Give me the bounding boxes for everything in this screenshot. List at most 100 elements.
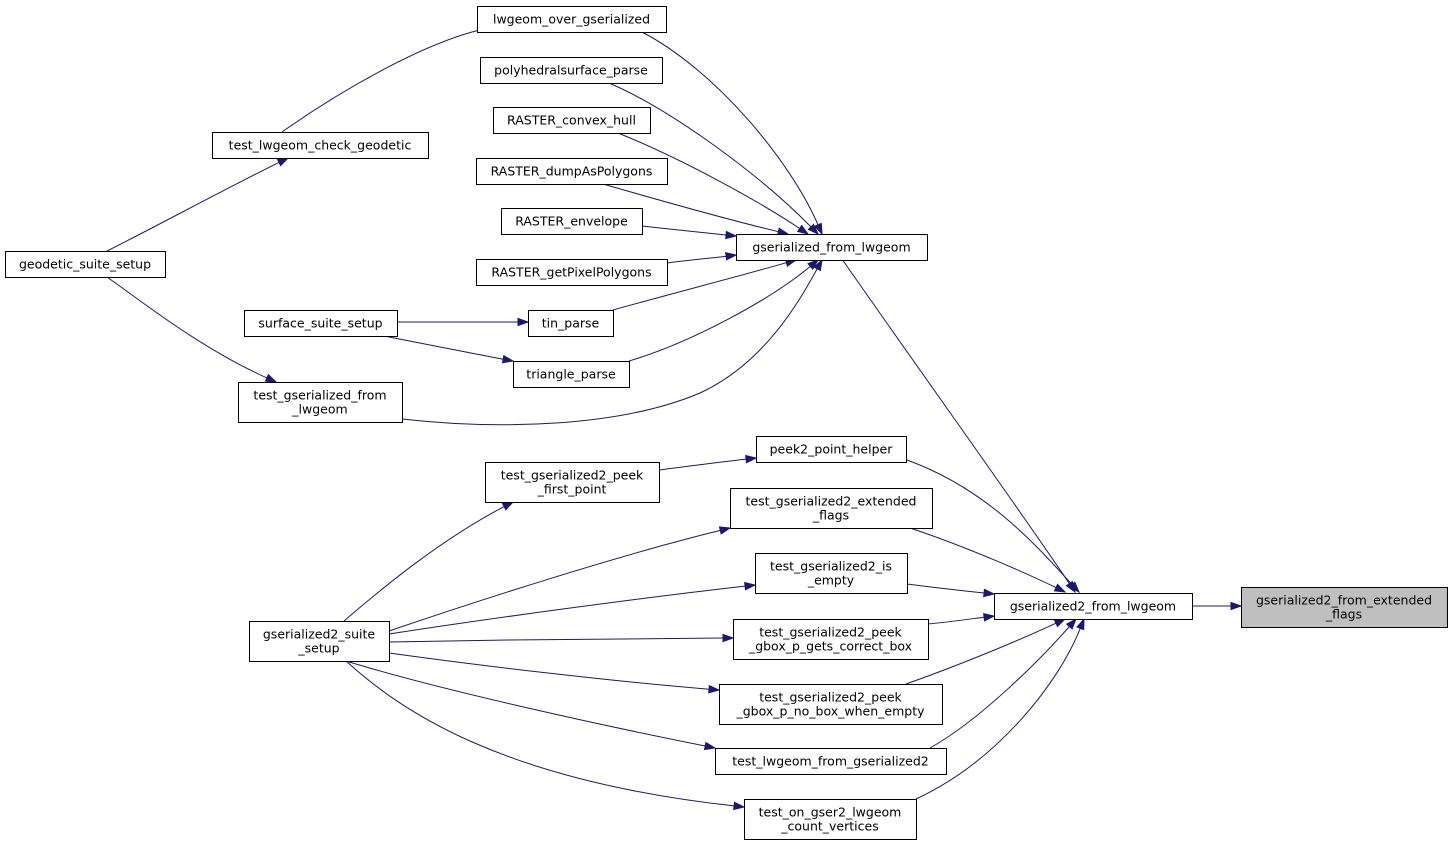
edge-line [106, 161, 280, 252]
node-label: geodetic_suite_setup [19, 257, 151, 272]
edge-gserialized2_suite_setup-to-test_lwgeom_from_gserialized2 [915, 617, 1085, 800]
node-label: RASTER_getPixelPolygons [491, 265, 651, 280]
edge-gserialized2_from_lwgeom-to-gserialized2_from_extended_flags [1192, 601, 1243, 611]
node-box[interactable] [212, 132, 429, 159]
node-tin-parse[interactable]: tin_parse [528, 310, 614, 337]
node-test-gserialized2-extended-flags[interactable]: test_gserialized2_extended_flags [730, 488, 933, 529]
node-box[interactable] [528, 310, 614, 337]
node-label: _count_vertices [780, 819, 878, 834]
node-box[interactable] [477, 6, 667, 33]
node-label: _empty [807, 573, 855, 588]
node-test-gserialized-from-lwgeom[interactable]: test_gserialized_from_lwgeom [238, 382, 403, 423]
edge-geodetic_suite_setup-to-test_lwgeom_check_geodetic [106, 157, 290, 252]
node-test-lwgeom-check-geodetic[interactable]: test_lwgeom_check_geodetic [212, 132, 429, 159]
node-box[interactable] [5, 251, 166, 278]
node-peek2-point-helper[interactable]: peek2_point_helper [756, 436, 907, 463]
node-box[interactable] [249, 621, 390, 662]
arrowhead-icon [807, 223, 820, 236]
node-raster-envelope[interactable]: RASTER_envelope [501, 208, 643, 235]
edge-RASTER_envelope-to-gserialized_from_lwgeom [666, 252, 738, 264]
edge-line [906, 459, 1073, 586]
node-box[interactable] [485, 462, 660, 503]
node-label: gserialized2_from_lwgeom [1010, 599, 1176, 614]
edge-line [641, 31, 819, 225]
node-gserialized2-from-lwgeom[interactable]: gserialized2_from_lwgeom [994, 593, 1193, 620]
node-geodetic-suite-setup[interactable]: geodetic_suite_setup [5, 251, 166, 278]
edge-line [909, 527, 1057, 589]
node-gserialized2-suite-setup[interactable]: gserialized2_suite_setup [249, 621, 390, 662]
edge-surface_suite_setup-to-polyhedralsurface_parse [617, 132, 810, 235]
arrowhead-icon [983, 588, 996, 598]
edge-line [401, 268, 818, 426]
edge-line [106, 276, 268, 379]
arrowhead-icon [276, 157, 290, 167]
node-test-on-gser2-lwgeom-count-vertices[interactable]: test_on_gser2_lwgeom_count_vertices [744, 799, 917, 840]
edge-line [617, 132, 800, 229]
node-test-gserialized2-is-empty[interactable]: test_gserialized2_is_empty [755, 553, 908, 594]
node-box[interactable] [756, 436, 907, 463]
node-test-gserialized2-peek-first-point[interactable]: test_gserialized2_peek_first_point [485, 462, 660, 503]
node-label: _first_point [537, 482, 607, 497]
node-label: RASTER_convex_hull [507, 113, 636, 128]
node-gserialized-from-lwgeom[interactable]: gserialized_from_lwgeom [736, 234, 928, 261]
node-box[interactable] [501, 208, 643, 235]
edge-geodetic_suite_setup-to-test_gserialized_from_lwgeom [906, 459, 1081, 594]
edge-line [345, 660, 706, 747]
node-box[interactable] [476, 158, 668, 185]
node-polyhedralsurface-parse[interactable]: polyhedralsurface_parse [480, 57, 663, 84]
arrowhead-icon [796, 224, 810, 235]
edge-test_gserialized_from_lwgeom-to-gserialized_from_lwgeom [106, 276, 278, 383]
node-label: gserialized2_from_extended [1256, 593, 1432, 608]
node-box[interactable] [994, 593, 1193, 620]
nodes-layer: gserialized2_from_extended_flagsgseriali… [5, 6, 1448, 840]
node-box[interactable] [715, 748, 947, 775]
node-box[interactable] [476, 259, 668, 286]
edge-peek2_point_helper-to-gserialized2_from_lwgeom [658, 454, 758, 471]
node-box[interactable] [755, 553, 908, 594]
arrowhead-icon [733, 801, 746, 811]
edge-gserialized2_suite_setup-to-test_gserialized2_extended_flags [906, 583, 996, 598]
edge-polyhedralsurface_parse-to-gserialized_from_lwgeom [608, 82, 820, 236]
node-raster-getpixelpolygons[interactable]: RASTER_getPixelPolygons [476, 259, 668, 286]
edge-test_gserialized2_peek_gbox_p_no_box_when_empty-to-gserialized2_from_lwgeom [388, 652, 721, 694]
node-triangle-parse[interactable]: triangle_parse [513, 361, 630, 388]
node-box[interactable] [513, 361, 630, 388]
node-label: gserialized_from_lwgeom [752, 240, 910, 255]
node-label: test_gserialized2_peek [759, 690, 902, 705]
arrowhead-icon [1053, 583, 1067, 593]
node-gserialized2-from-extended-flags[interactable]: gserialized2_from_extended_flags [1241, 587, 1448, 628]
node-box[interactable] [744, 799, 917, 840]
node-box[interactable] [736, 234, 928, 261]
node-label: triangle_parse [526, 367, 616, 382]
arrowhead-icon [983, 613, 996, 622]
node-box[interactable] [244, 310, 398, 337]
edge-line [915, 628, 1081, 800]
node-label: _gbox_p_no_box_when_empty [736, 704, 926, 719]
node-raster-convex-hull[interactable]: RASTER_convex_hull [493, 107, 651, 134]
node-box[interactable] [719, 684, 943, 725]
node-test-gserialized2-peek-gbox-p-gets-correct-box[interactable]: test_gserialized2_peek_gbox_p_gets_corre… [733, 619, 929, 660]
edge-line [905, 622, 1057, 685]
edge-test_gserialized2_peek_first_point-to-peek2_point_helper [343, 501, 515, 622]
arrowhead-icon [501, 501, 515, 511]
arrowhead-icon [722, 633, 735, 643]
node-box[interactable] [480, 57, 663, 84]
node-surface-suite-setup[interactable]: surface_suite_setup [244, 310, 398, 337]
node-lwgeom-over-gserialized[interactable]: lwgeom_over_gserialized [477, 6, 667, 33]
node-label: lwgeom_over_gserialized [493, 12, 650, 27]
arrowhead-icon [1230, 601, 1243, 611]
node-box[interactable] [730, 488, 933, 529]
edge-lwgeom_over_gserialized-to-gserialized_from_lwgeom [641, 31, 823, 236]
node-label: polyhedralsurface_parse [494, 63, 648, 78]
node-raster-dumpaspolygons[interactable]: RASTER_dumpAsPolygons [476, 158, 668, 185]
node-box[interactable] [493, 107, 651, 134]
node-box[interactable] [733, 619, 929, 660]
edge-line [345, 660, 735, 807]
node-test-gserialized2-peek-gbox-p-no-box-when-empty[interactable]: test_gserialized2_peek_gbox_p_no_box_whe… [719, 684, 943, 725]
node-box[interactable] [238, 382, 403, 423]
arrowhead-icon [725, 230, 738, 240]
node-box[interactable] [1241, 587, 1448, 628]
edge-line [602, 183, 779, 233]
node-label: _flags [812, 508, 849, 523]
node-test-lwgeom-from-gserialized2[interactable]: test_lwgeom_from_gserialized2 [715, 748, 947, 775]
